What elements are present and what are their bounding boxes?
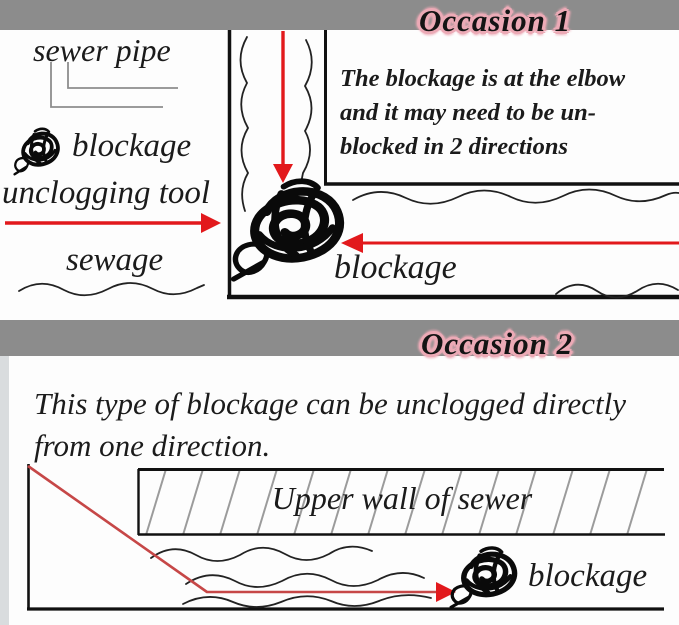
- upper-wall-label: Upper wall of sewer: [271, 480, 533, 516]
- blockage-icon: [12, 126, 60, 177]
- unclogging-tool-label: unclogging tool: [2, 175, 211, 211]
- note-line-3: blocked in 2 directions: [340, 133, 568, 160]
- description-line-1: This type of blockage can be unclogged d…: [34, 386, 626, 421]
- note-line-1: The blockage is at the elbow: [340, 65, 626, 92]
- note-line-2: and it may need to be un-: [340, 99, 596, 126]
- leftward-unclog-arrow: [341, 233, 679, 253]
- bottom-blockage-label: blockage: [528, 558, 648, 594]
- occasion2-description: This type of blockage can be unclogged d…: [34, 383, 626, 467]
- unclogging-tool-arrow: [5, 213, 221, 233]
- sewage-wavy-lines: [18, 36, 679, 299]
- pipe-walls: [227, 30, 679, 300]
- sewer-pipe-label: sewer pipe: [33, 32, 171, 68]
- scan-edge-strip: [0, 356, 9, 625]
- occasion1-title: Occasion 1: [419, 3, 572, 38]
- sewer-floor-lines: [27, 464, 664, 611]
- occasion1-note: The blockage is at the elbow and it may …: [340, 62, 625, 164]
- upper-wall-hatched-box: [137, 468, 665, 536]
- blockage-legend-label: blockage: [72, 128, 192, 164]
- sewage-wavy-lines-bottom: [150, 545, 432, 608]
- occasion2-header-bar: [0, 320, 679, 356]
- elbow-blockage-label: blockage: [334, 249, 457, 286]
- elbow-blockage-icon: [234, 181, 340, 279]
- unclogging-tool-line: [27, 464, 456, 602]
- bottom-blockage-icon: [451, 548, 514, 607]
- occasion1-header-bar: [0, 0, 679, 30]
- sewer-pipe-callout-lines: [50, 62, 178, 108]
- description-line-2: from one direction.: [34, 428, 271, 463]
- occasion2-title: Occasion 2: [421, 326, 574, 361]
- downward-unclog-arrow: [273, 31, 293, 183]
- sewage-label: sewage: [66, 242, 164, 278]
